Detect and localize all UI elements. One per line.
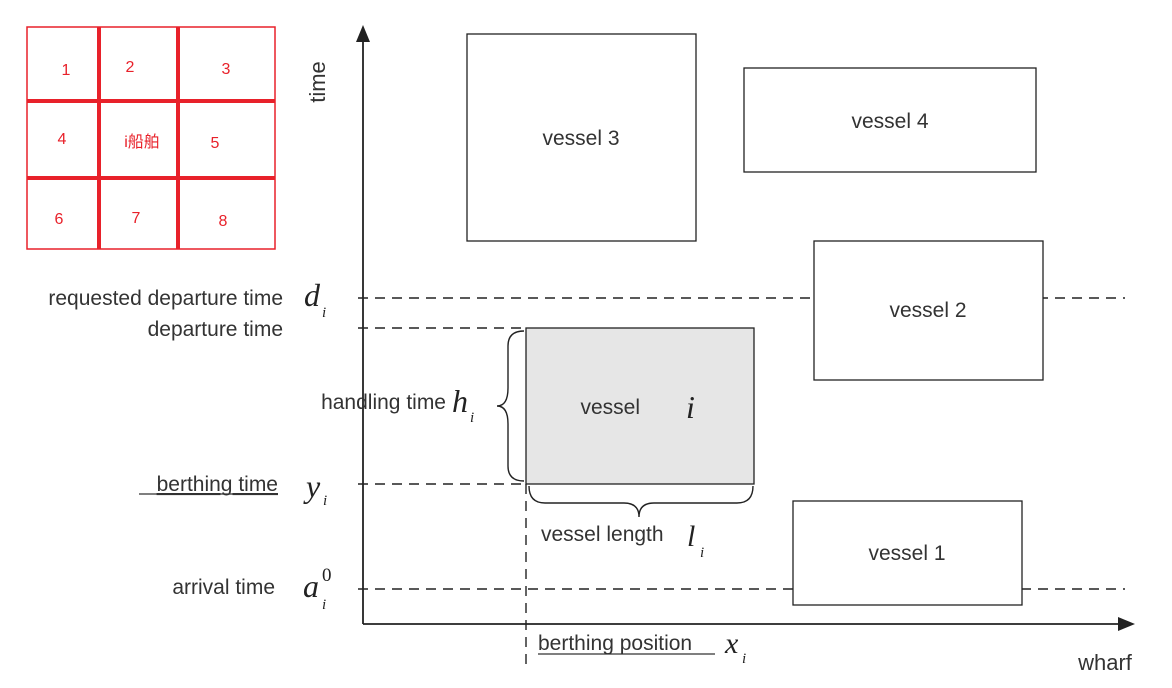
departure-time-label: departure time	[148, 318, 283, 341]
x-symbol: x	[724, 627, 739, 660]
grid-cell-2: 2	[126, 59, 135, 76]
time-labels: requested departure time departure time …	[48, 287, 446, 599]
d-subscript: i	[322, 305, 326, 321]
handling-time-label: handling time	[321, 391, 446, 414]
x-axis-arrow-icon	[1118, 617, 1135, 631]
vessel-1-box	[792, 500, 1023, 606]
neighbor-grid: 1 2 3 4 i船舶 5 6 7 8	[26, 26, 276, 250]
grid-cell-5: 5	[211, 135, 220, 152]
vessel-1-label: vessel 1	[868, 542, 945, 565]
axes: time wharf	[305, 25, 1135, 675]
a-subscript: i	[322, 597, 326, 613]
grid-cell-7: 7	[132, 210, 141, 227]
vessel-i-italic-label: i	[686, 389, 695, 425]
vessel-length-brace-icon	[528, 485, 754, 518]
berthing-time-label: berthing time	[157, 473, 278, 496]
braces	[496, 330, 754, 518]
grid-cell-3: 3	[222, 61, 231, 78]
l-subscript: i	[700, 545, 704, 561]
vessel-2-box	[813, 240, 1044, 381]
grid-cell-1: 1	[62, 62, 71, 79]
grid-cell-8: 8	[219, 213, 228, 230]
x-axis-label: wharf	[1077, 650, 1133, 675]
a-superscript: 0	[322, 565, 332, 586]
l-symbol: l	[687, 520, 695, 553]
vessel-4-box	[743, 67, 1037, 173]
vessel-3-box	[466, 33, 697, 242]
vessel-2-label: vessel 2	[889, 299, 966, 322]
y-axis-label: time	[305, 61, 330, 103]
a-symbol: a	[303, 568, 319, 604]
dashed-guides	[358, 297, 1125, 666]
h-symbol: h	[452, 383, 468, 419]
y-symbol: y	[303, 468, 321, 504]
grid-cell-6: 6	[55, 211, 64, 228]
arrival-time-label: arrival time	[172, 576, 275, 599]
y-axis-arrow-icon	[356, 25, 370, 42]
d-symbol: d	[304, 277, 321, 313]
x-subscript: i	[742, 651, 746, 667]
position-labels: vessel length berthing position	[538, 523, 715, 655]
vessel-4-label: vessel 4	[851, 110, 928, 133]
handling-time-brace-icon	[496, 330, 525, 482]
vessels: vessel 3 vessel 4 vessel 2 vessel 1 vess…	[466, 33, 1044, 606]
math-symbols: d i h i y i a i 0 x i l i	[303, 277, 746, 667]
grid-cell-center: i船舶	[124, 133, 160, 151]
vessel-3-label: vessel 3	[542, 127, 619, 150]
h-subscript: i	[470, 410, 474, 426]
berthing-position-label: berthing position	[538, 632, 692, 655]
vessel-length-label: vessel length	[541, 523, 664, 546]
grid-cell-4: 4	[58, 131, 67, 148]
vessel-i-label: vessel	[580, 396, 640, 419]
vessel-i-box	[525, 327, 755, 485]
y-subscript: i	[323, 493, 327, 509]
grid-border	[26, 26, 276, 250]
requested-departure-time-label: requested departure time	[48, 287, 283, 310]
